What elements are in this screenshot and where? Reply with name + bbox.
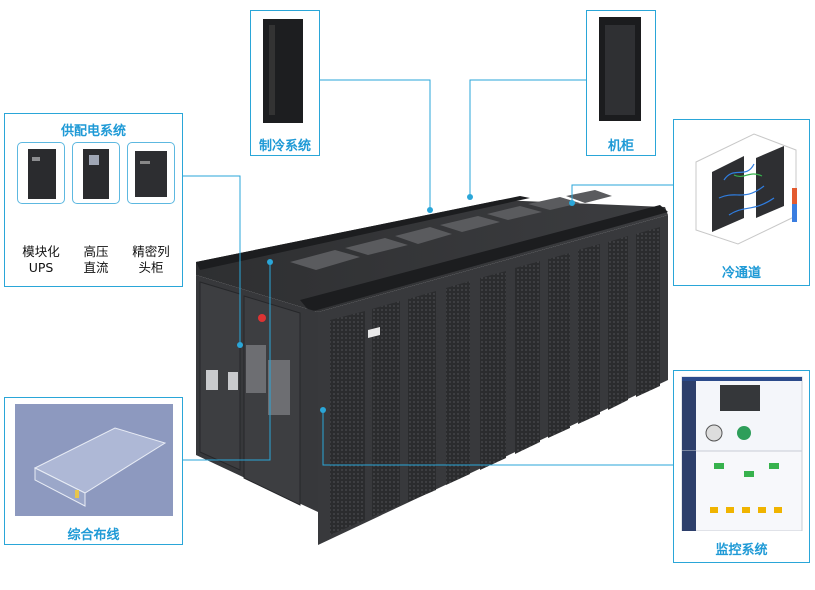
rack-pdu-cabinet-icon [135, 151, 167, 197]
cooling-system-title: 制冷系统 [258, 139, 311, 154]
side-label-plate [368, 327, 380, 338]
hvdc-label-line1: 高压 [83, 244, 109, 259]
roof-skylights [290, 190, 612, 270]
rack-pdu-label: 精密列 头柜 [125, 244, 177, 276]
cold-aisle-panel: 冷通道 [673, 119, 810, 286]
roof-rail-back [196, 196, 530, 270]
modular-ups-thumbnail [17, 142, 65, 204]
side-vent-panels [330, 227, 660, 535]
ups-label: 模块化 UPS [15, 244, 67, 276]
ups-cabinet-icon [28, 149, 56, 199]
hvdc-label-line2: 直流 [83, 260, 109, 275]
door-window [246, 345, 266, 393]
cooling-unit-icon [263, 19, 303, 123]
alarm-light [258, 314, 266, 322]
monitoring-screenshot [681, 376, 803, 531]
cabinet-title: 机柜 [607, 139, 634, 154]
monitoring-panel: 监控系统 [673, 370, 810, 563]
rack-pdu-label-line2: 头柜 [138, 260, 164, 275]
rack-pdu-label-line1: 精密列 [132, 244, 170, 259]
power-system-title: 供配电系统 [60, 124, 126, 139]
status-panel-2 [228, 372, 238, 390]
door-window-2 [268, 360, 290, 415]
hvdc-cabinet-icon [83, 149, 109, 199]
leader-lines [183, 79, 673, 466]
cold-aisle-title: 冷通道 [721, 266, 761, 281]
status-panel [206, 370, 218, 390]
ups-label-line1: 模块化 [22, 244, 60, 259]
precision-rack-pdu-thumbnail [127, 142, 175, 204]
cabling-title: 综合布线 [67, 528, 120, 543]
monitoring-title: 监控系统 [715, 543, 768, 558]
power-system-panel: 供配电系统 模块化 UPS 高压 直流 精密列 头柜 [4, 113, 183, 287]
end-door-left [199, 281, 241, 471]
unit-roof [196, 200, 668, 312]
cooling-system-panel: 制冷系统 [250, 10, 320, 156]
ups-label-line2: UPS [28, 260, 54, 275]
hvdc-label: 高压 直流 [70, 244, 122, 276]
cabling-3d-model [15, 404, 173, 516]
leader-dots [237, 194, 575, 413]
cabinet-panel: 机柜 [586, 10, 656, 156]
cold-aisle-airflow-simulation [695, 133, 797, 245]
hvdc-thumbnail [72, 142, 120, 204]
cabling-panel: 综合布线 [4, 397, 183, 545]
rack-cabinet-icon [599, 17, 641, 121]
roof-rail-front [300, 205, 668, 312]
